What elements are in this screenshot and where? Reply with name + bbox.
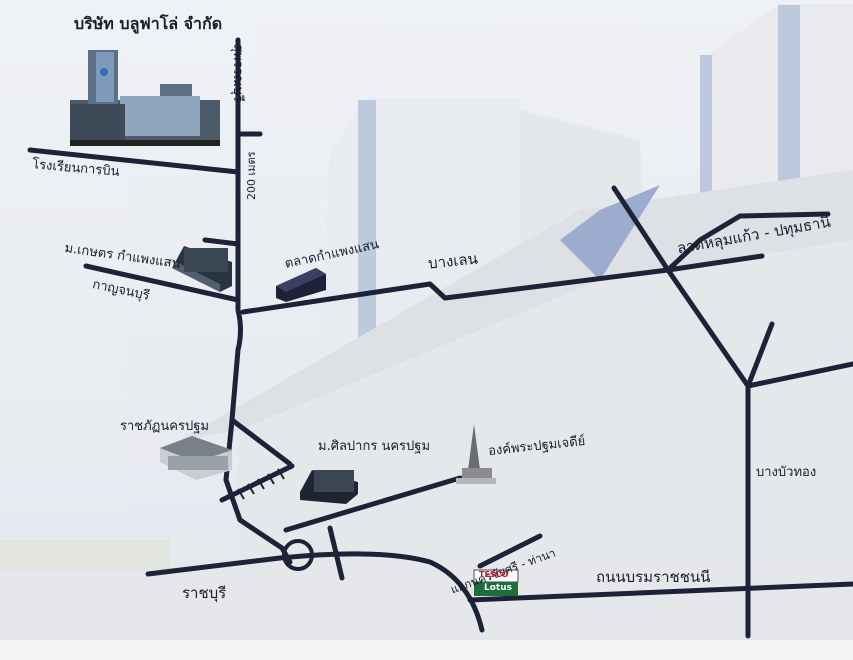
road-kaset-spur	[202, 237, 241, 247]
tesco-lotus-logo	[473, 569, 519, 596]
road-kanchanaburi	[83, 263, 241, 303]
road-banglen	[240, 253, 765, 315]
tesco-logo-text: TESCO	[479, 570, 509, 579]
background-photo	[0, 0, 853, 640]
road-rajabhat	[229, 417, 293, 467]
road-latlum-upper	[665, 211, 831, 273]
company-title: บริษัท บลูฟาโล่ จำกัด	[74, 14, 223, 33]
road-label-rajabhat: ราชภัฏนครปฐม	[120, 419, 209, 434]
railway	[221, 465, 293, 505]
road-label-bang-bua-thong: บางบัวทอง	[756, 465, 817, 480]
road-bangbua-n	[745, 321, 775, 389]
road-intersection-spur	[477, 533, 543, 569]
road-borom	[467, 581, 853, 603]
road-label-silpakorn: ม.ศิลปากร นครปฐม	[318, 439, 431, 454]
lotus-logo-text: Lotus	[484, 583, 512, 593]
roundabout	[282, 539, 314, 571]
company-building-icon	[70, 50, 220, 146]
road-silpakorn	[283, 475, 463, 533]
road-label-borom: ถนนบรมราชชนนี	[596, 568, 711, 586]
silpakorn-building-icon	[300, 470, 358, 504]
rajabhat-building-icon	[160, 436, 232, 480]
road-school	[27, 147, 241, 175]
road-latlum-ne	[611, 185, 751, 639]
road-bangbua-e	[745, 361, 853, 389]
market-building-icon	[276, 268, 326, 302]
chedi-icon	[456, 424, 496, 484]
road-label-suphan: สุพรรณบุรี	[230, 44, 245, 102]
distance-label: 200 เมตร	[245, 151, 258, 200]
kasetsart-building-icon	[172, 246, 232, 292]
road-label-ratchaburi: ราชบุรี	[182, 584, 227, 602]
